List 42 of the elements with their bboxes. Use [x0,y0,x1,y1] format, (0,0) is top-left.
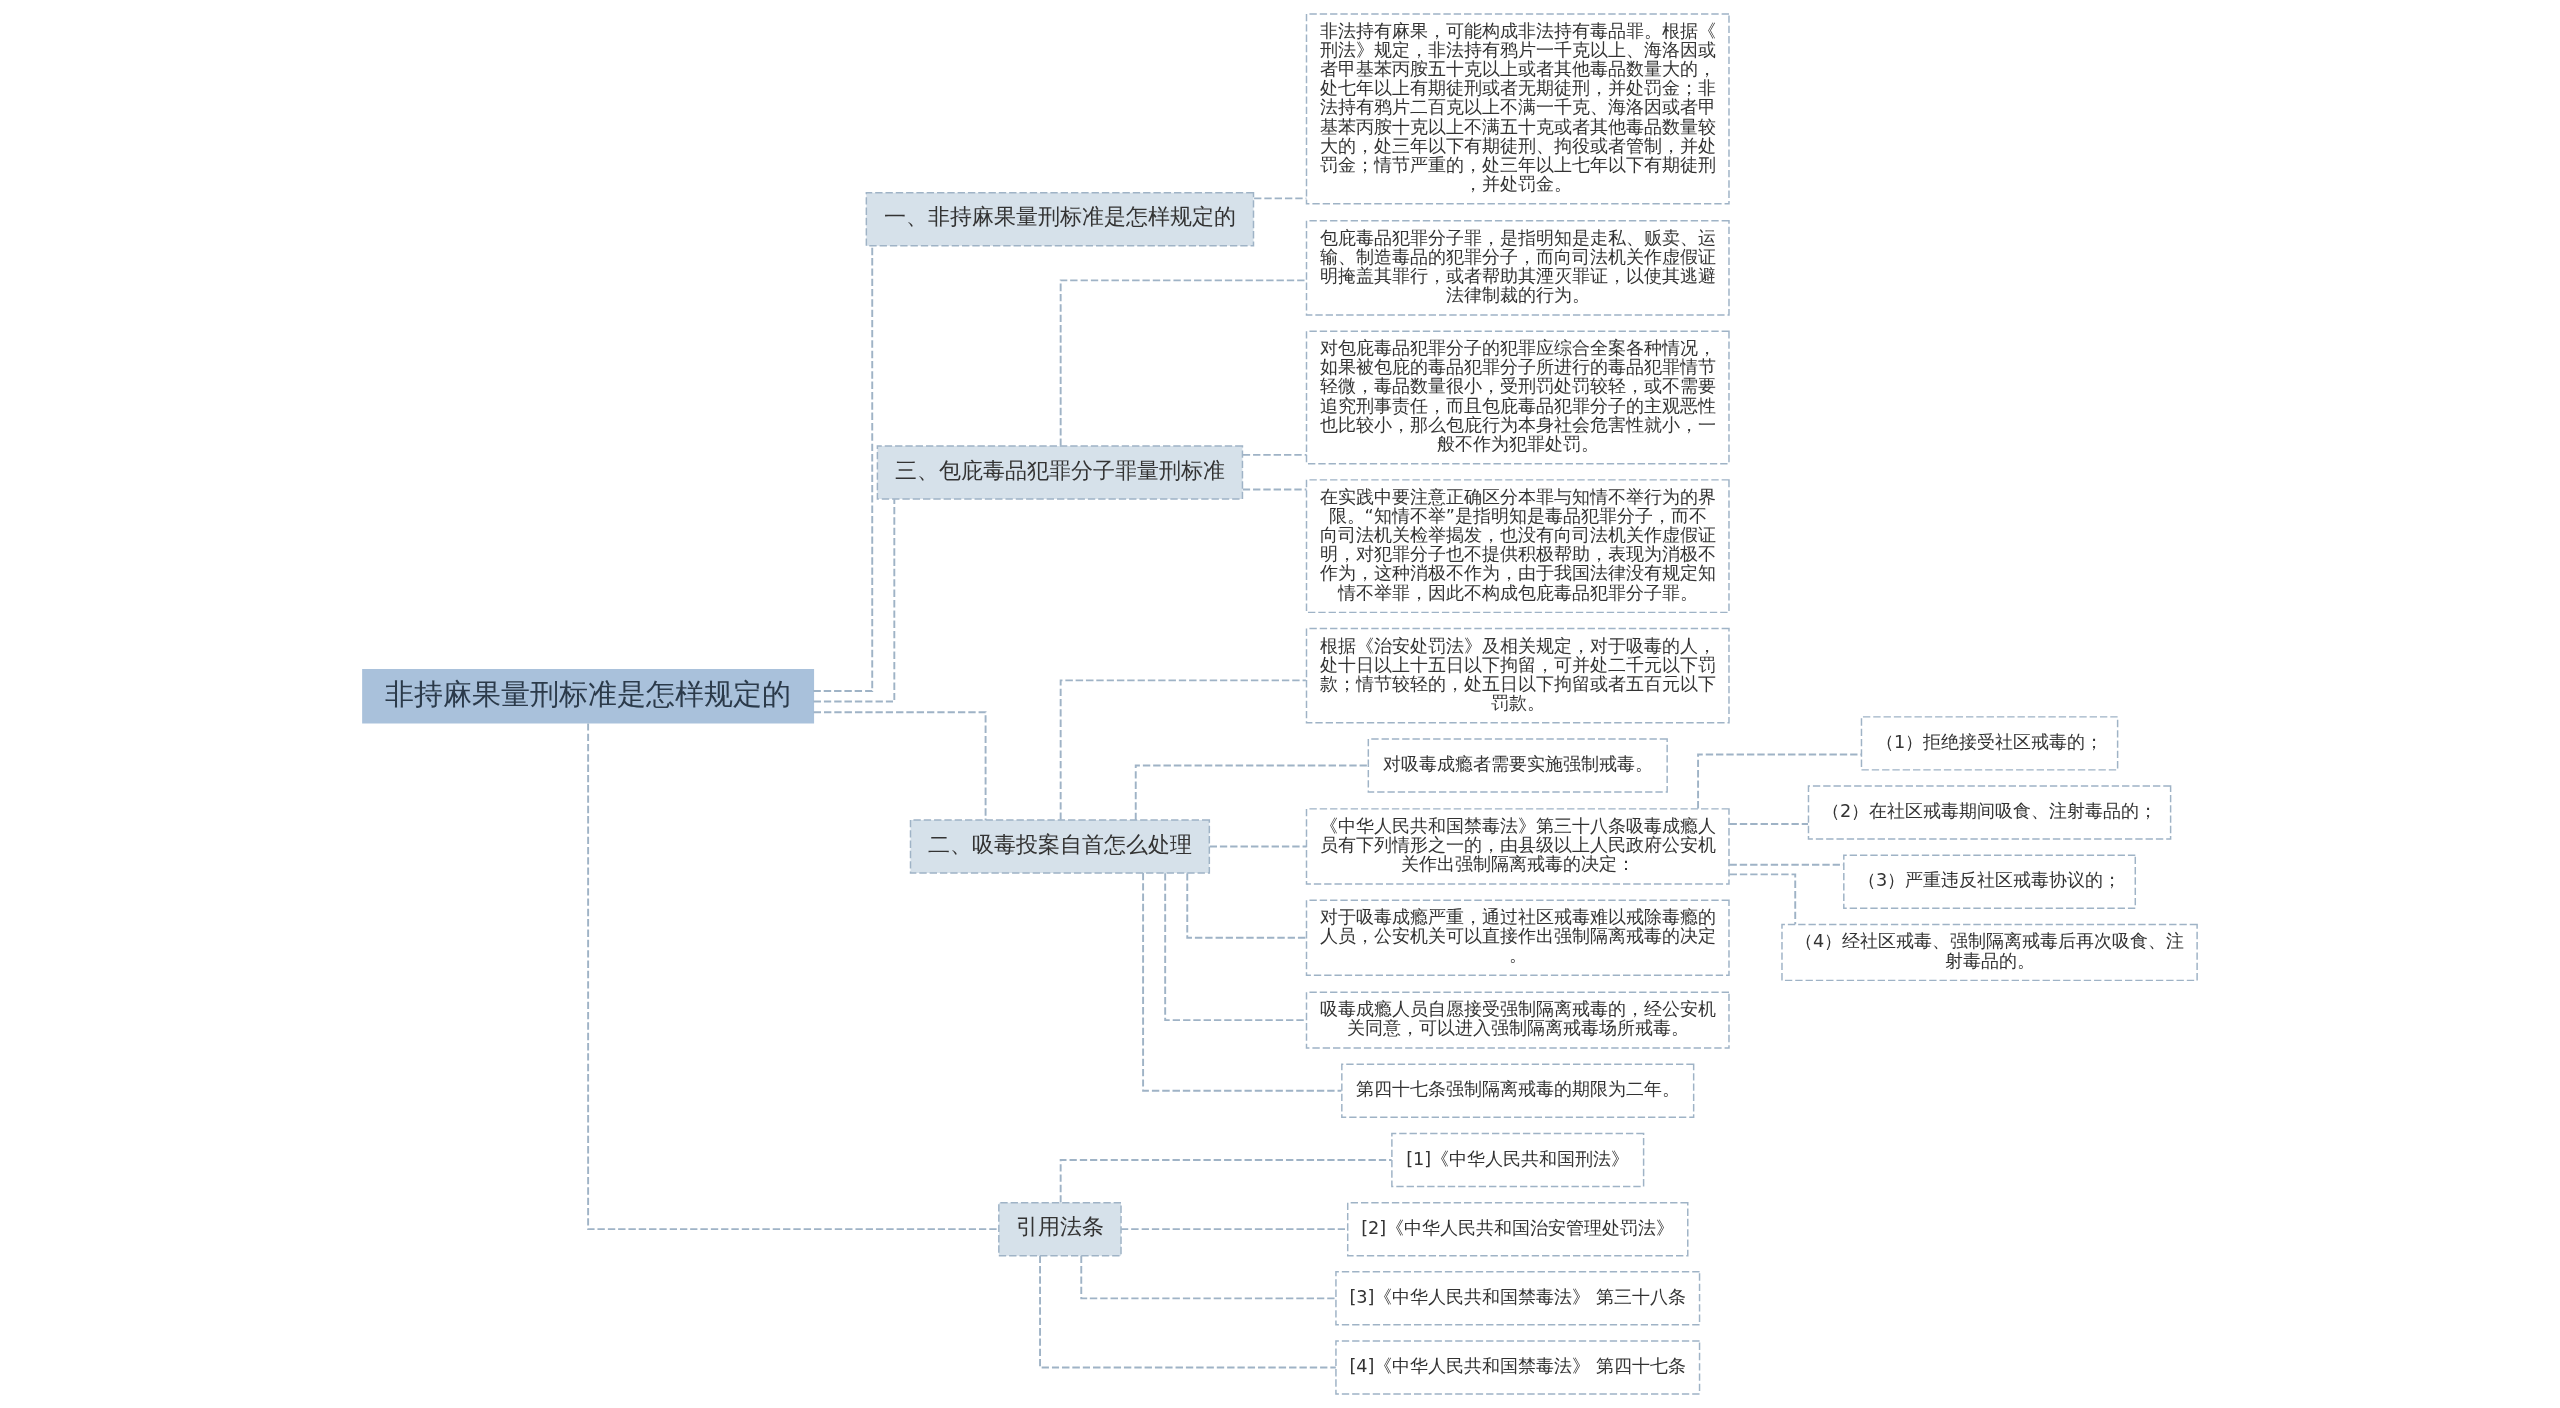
connector [1059,279,1307,447]
connector [1164,872,1307,1022]
connector [1186,872,1308,939]
node-box: 二、吸毒投案自首怎么处理 [909,819,1211,874]
node-box: 根据《治安处罚法》及相关规定，对于吸毒的人，处十日以上十五日以下拘留，可并处二千元以下罚款；情节较轻的，处五日以下拘留或者五百元以下罚款。 [1305,627,1730,724]
connector [1134,764,1369,821]
node-box: （3）严重违反社区戒毒协议的； [1843,854,2136,909]
node-box: 对于吸毒成瘾严重，通过社区戒毒难以戒除毒瘾的人员，公安机关可以直接作出强制隔离戒毒的决定。 [1305,899,1730,976]
connector [1142,872,1343,1092]
node-box: 包庇毒品犯罪分子罪，是指明知是走私、贩卖、运输、制造毒品的犯罪分子，而向司法机关作虚假证明掩盖其罪行，或者帮助其湮灭罪证，以使其逃避法律制裁的行为。 [1305,220,1730,316]
node-box: 在实践中要注意正确区分本罪与知情不举行为的界限。“知情不举”是指明知是毒品犯罪分子，而不向司法机关检举揭发，也没有向司法机关作虚假证明，对犯罪分子也不提供积极帮助，表现为消极不作为，这种消极不作为，由于我国法律没有规定知情不举罪，因此不构成包庇毒品犯罪分子罪。 [1305,479,1730,614]
node-box: 对吸毒成瘾者需要实施强制戒毒。 [1367,738,1668,793]
node-box: 对包庇毒品犯罪分子的犯罪应综合全案各种情况，如果被包庇的毒品犯罪分子所进行的毒品犯罪情节轻微，毒品数量很小，受刑罚处罚较轻，或不需要追究刑事责任，而且包庇毒品犯罪分子的主观恶性也比较小，那么包庇行为本身社会危害性就小，一般不作为犯罪处罚。 [1305,330,1730,465]
connector [812,245,874,692]
node-box: [1]《中华人民共和国刑法》 [1391,1132,1645,1188]
connector [812,711,987,821]
connector [1728,823,1809,825]
node-box: （1）拒绝接受社区戒毒的； [1860,716,2119,771]
connector [1728,873,1797,926]
node-box: 《中华人民共和国禁毒法》第三十八条吸毒成瘾人员有下列情形之一的，由县级以上人民政府公安机关作出强制隔离戒毒的决定： [1305,808,1730,885]
node-box: [3]《中华人民共和国禁毒法》 第三十八条 [1335,1271,1701,1326]
connector [587,722,1000,1231]
node-box: [2]《中华人民共和国治安管理处罚法》 [1347,1201,1689,1257]
node-box: [4]《中华人民共和国禁毒法》 第四十七条 [1335,1340,1701,1395]
node-box: 三、包庇毒品犯罪分子罪量刑标准 [876,445,1244,500]
node-box: 吸毒成瘾人员自愿接受强制隔离戒毒的，经公安机关同意，可以进入强制隔离戒毒场所戒毒。 [1305,991,1730,1049]
node-box: （4）经社区戒毒、强制隔离戒毒后再次吸食、注射毒品的。 [1781,923,2198,982]
connector [1080,1254,1337,1300]
node-box: 非持麻果量刑标准是怎样规定的 [362,669,815,724]
node-box: 第四十七条强制隔离戒毒的期限为二年。 [1341,1063,1695,1119]
node-box: 非法持有麻果，可能构成非法持有毒品罪。根据《刑法》规定，非法持有鸦片一千克以上、海洛因或者甲基苯丙胺五十克以上或者其他毒品数量大的，处七年以上有期徒刑或者无期徒刑，并处罚金；非法持有鸦片二百克以上不满一千克、海洛因或者甲基苯丙胺十克以上不满五十克或者其他毒品数量较大的，处三年以下有期徒刑、拘役或者管制，并处罚金；情节严重的，处三年以上七年以下有期徒刑，并处罚金。 [1305,13,1730,205]
connector [812,498,896,703]
connector [1208,845,1308,848]
connector [1241,488,1308,491]
connector [1039,1254,1337,1369]
connector [1697,753,1863,810]
connector [1059,679,1307,821]
node-box: 一、非持麻果量刑标准是怎样规定的 [865,192,1255,247]
connector [1241,453,1308,456]
connector [1059,1159,1393,1204]
node-box: （2）在社区戒毒期间吸食、注射毒品的； [1807,785,2172,840]
node-box: 引用法条 [998,1201,1122,1257]
